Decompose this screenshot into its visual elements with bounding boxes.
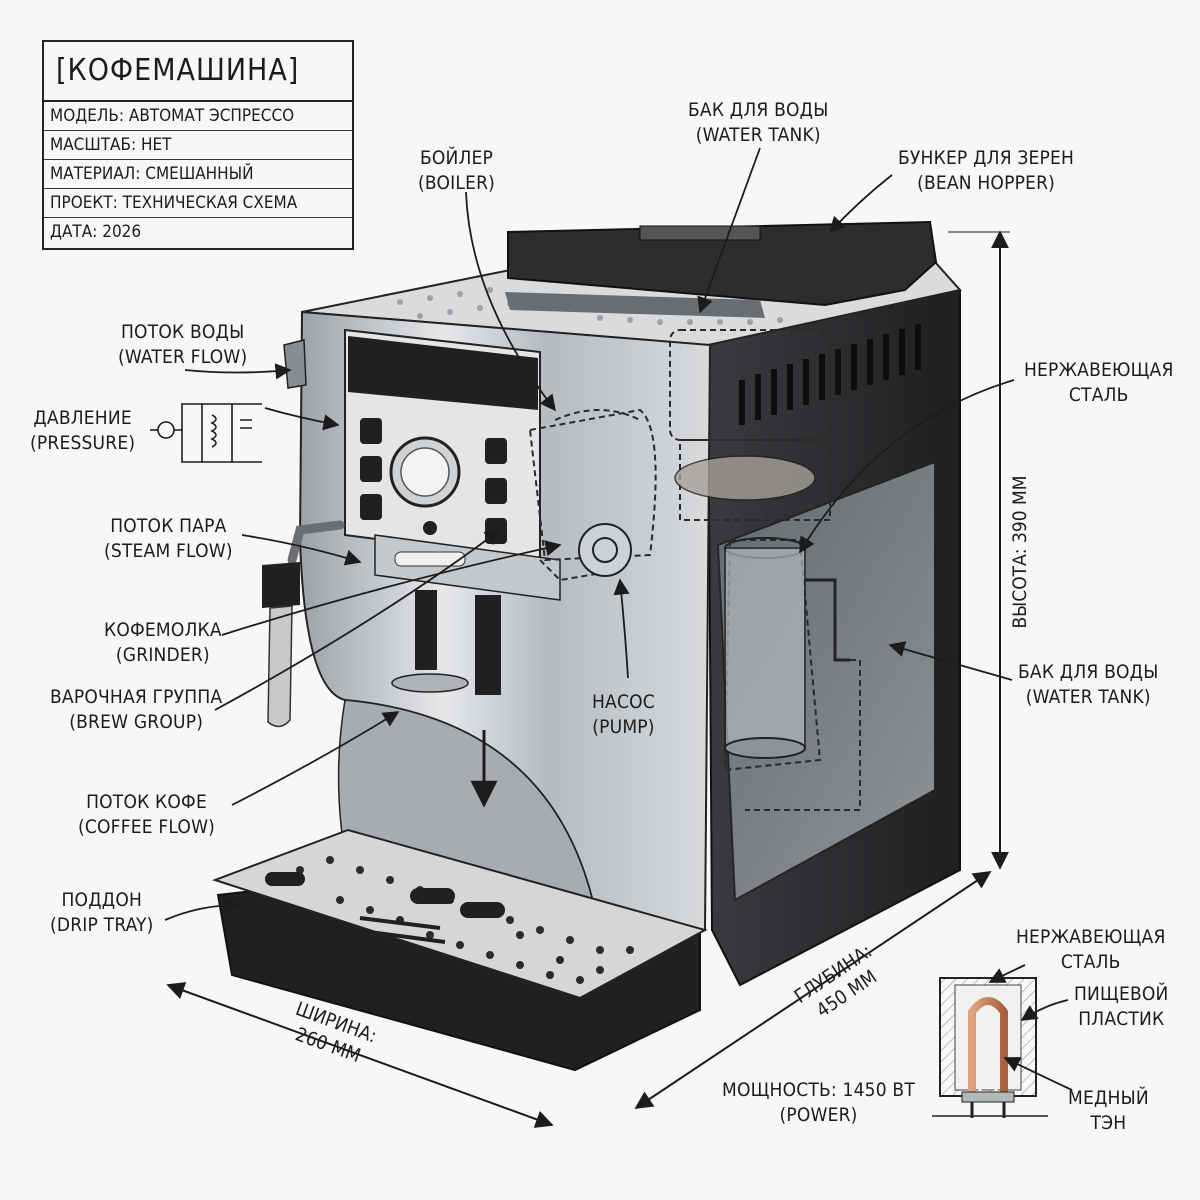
title-block-scale: МАСШТАБ: НЕТ [42,131,354,160]
label-bean-hopper: БУНКЕР ДЛЯ ЗЕРЕН(BEAN HOPPER) [898,147,1075,194]
spout-housing [374,534,561,601]
label-water-flow: ПОТОК ВОДЫ(WATER FLOW) [118,321,248,368]
label-water-tank-top: БАК ДЛЯ ВОДЫ(WATER TANK) [688,99,829,146]
bean-container [674,455,816,501]
display-bar [348,336,538,410]
label-coffee-flow: ПОТОК КОФЕ(COFFEE FLOW) [78,791,216,838]
label-pump: НАСОС(PUMP) [592,691,655,738]
boiler-cylinder [724,537,850,759]
vent-slots [739,324,921,425]
bean-hopper-lid [507,220,938,307]
spout-left [415,590,437,670]
water-knob [283,339,307,389]
leader-arrows [164,147,1073,1091]
steam-wand [262,520,345,728]
title-block-model: МОДЕЛЬ: АВТОМАТ ЭСПРЕССО [42,102,354,131]
label-water-tank-side: БАК ДЛЯ ВОДЫ(WATER TANK) [1018,661,1159,708]
pressure-circuit [150,403,262,463]
spout-slot [394,551,466,567]
label-brew-group: ВАРОЧНАЯ ГРУППА(BREW GROUP) [50,686,223,733]
title-block: [КОФЕМАШИНА] МОДЕЛЬ: АВТОМАТ ЭСПРЕССО МА… [42,40,354,250]
label-steam-flow: ПОТОК ПАРА(STEAM FLOW) [104,515,233,562]
pump-housing [578,523,632,577]
label-pressure: ДАВЛЕНИЕ(PRESSURE) [30,407,136,454]
label-boiler: БОЙЛЕР(BOILER) [418,147,496,194]
title-block-date: ДАТА: 2026 [50,222,142,242]
width-dimension-line [166,982,554,1128]
title-block-project: ПРОЕКТ: ТЕХНИЧЕСКАЯ СХЕМА [42,189,354,218]
spout-right [475,595,501,695]
hopper-slot [639,225,761,241]
depth-dimension-line [634,871,992,1109]
label-drip-tray: ПОДДОН(DRIP TRAY) [50,889,154,936]
label-grinder: КОФЕМОЛКА(GRINDER) [104,619,222,666]
title-block-heading: [КОФЕМАШИНА] [42,40,354,102]
label-power: МОЩНОСТЬ: 1450 ВТ(POWER) [722,1079,915,1126]
dimension-height: ВЫСОТА: 390 ММ [1009,475,1031,629]
title-block-material: МАТЕРИАЛ: СМЕШАННЫЙ [42,160,354,189]
heater-detail [932,977,1048,1118]
